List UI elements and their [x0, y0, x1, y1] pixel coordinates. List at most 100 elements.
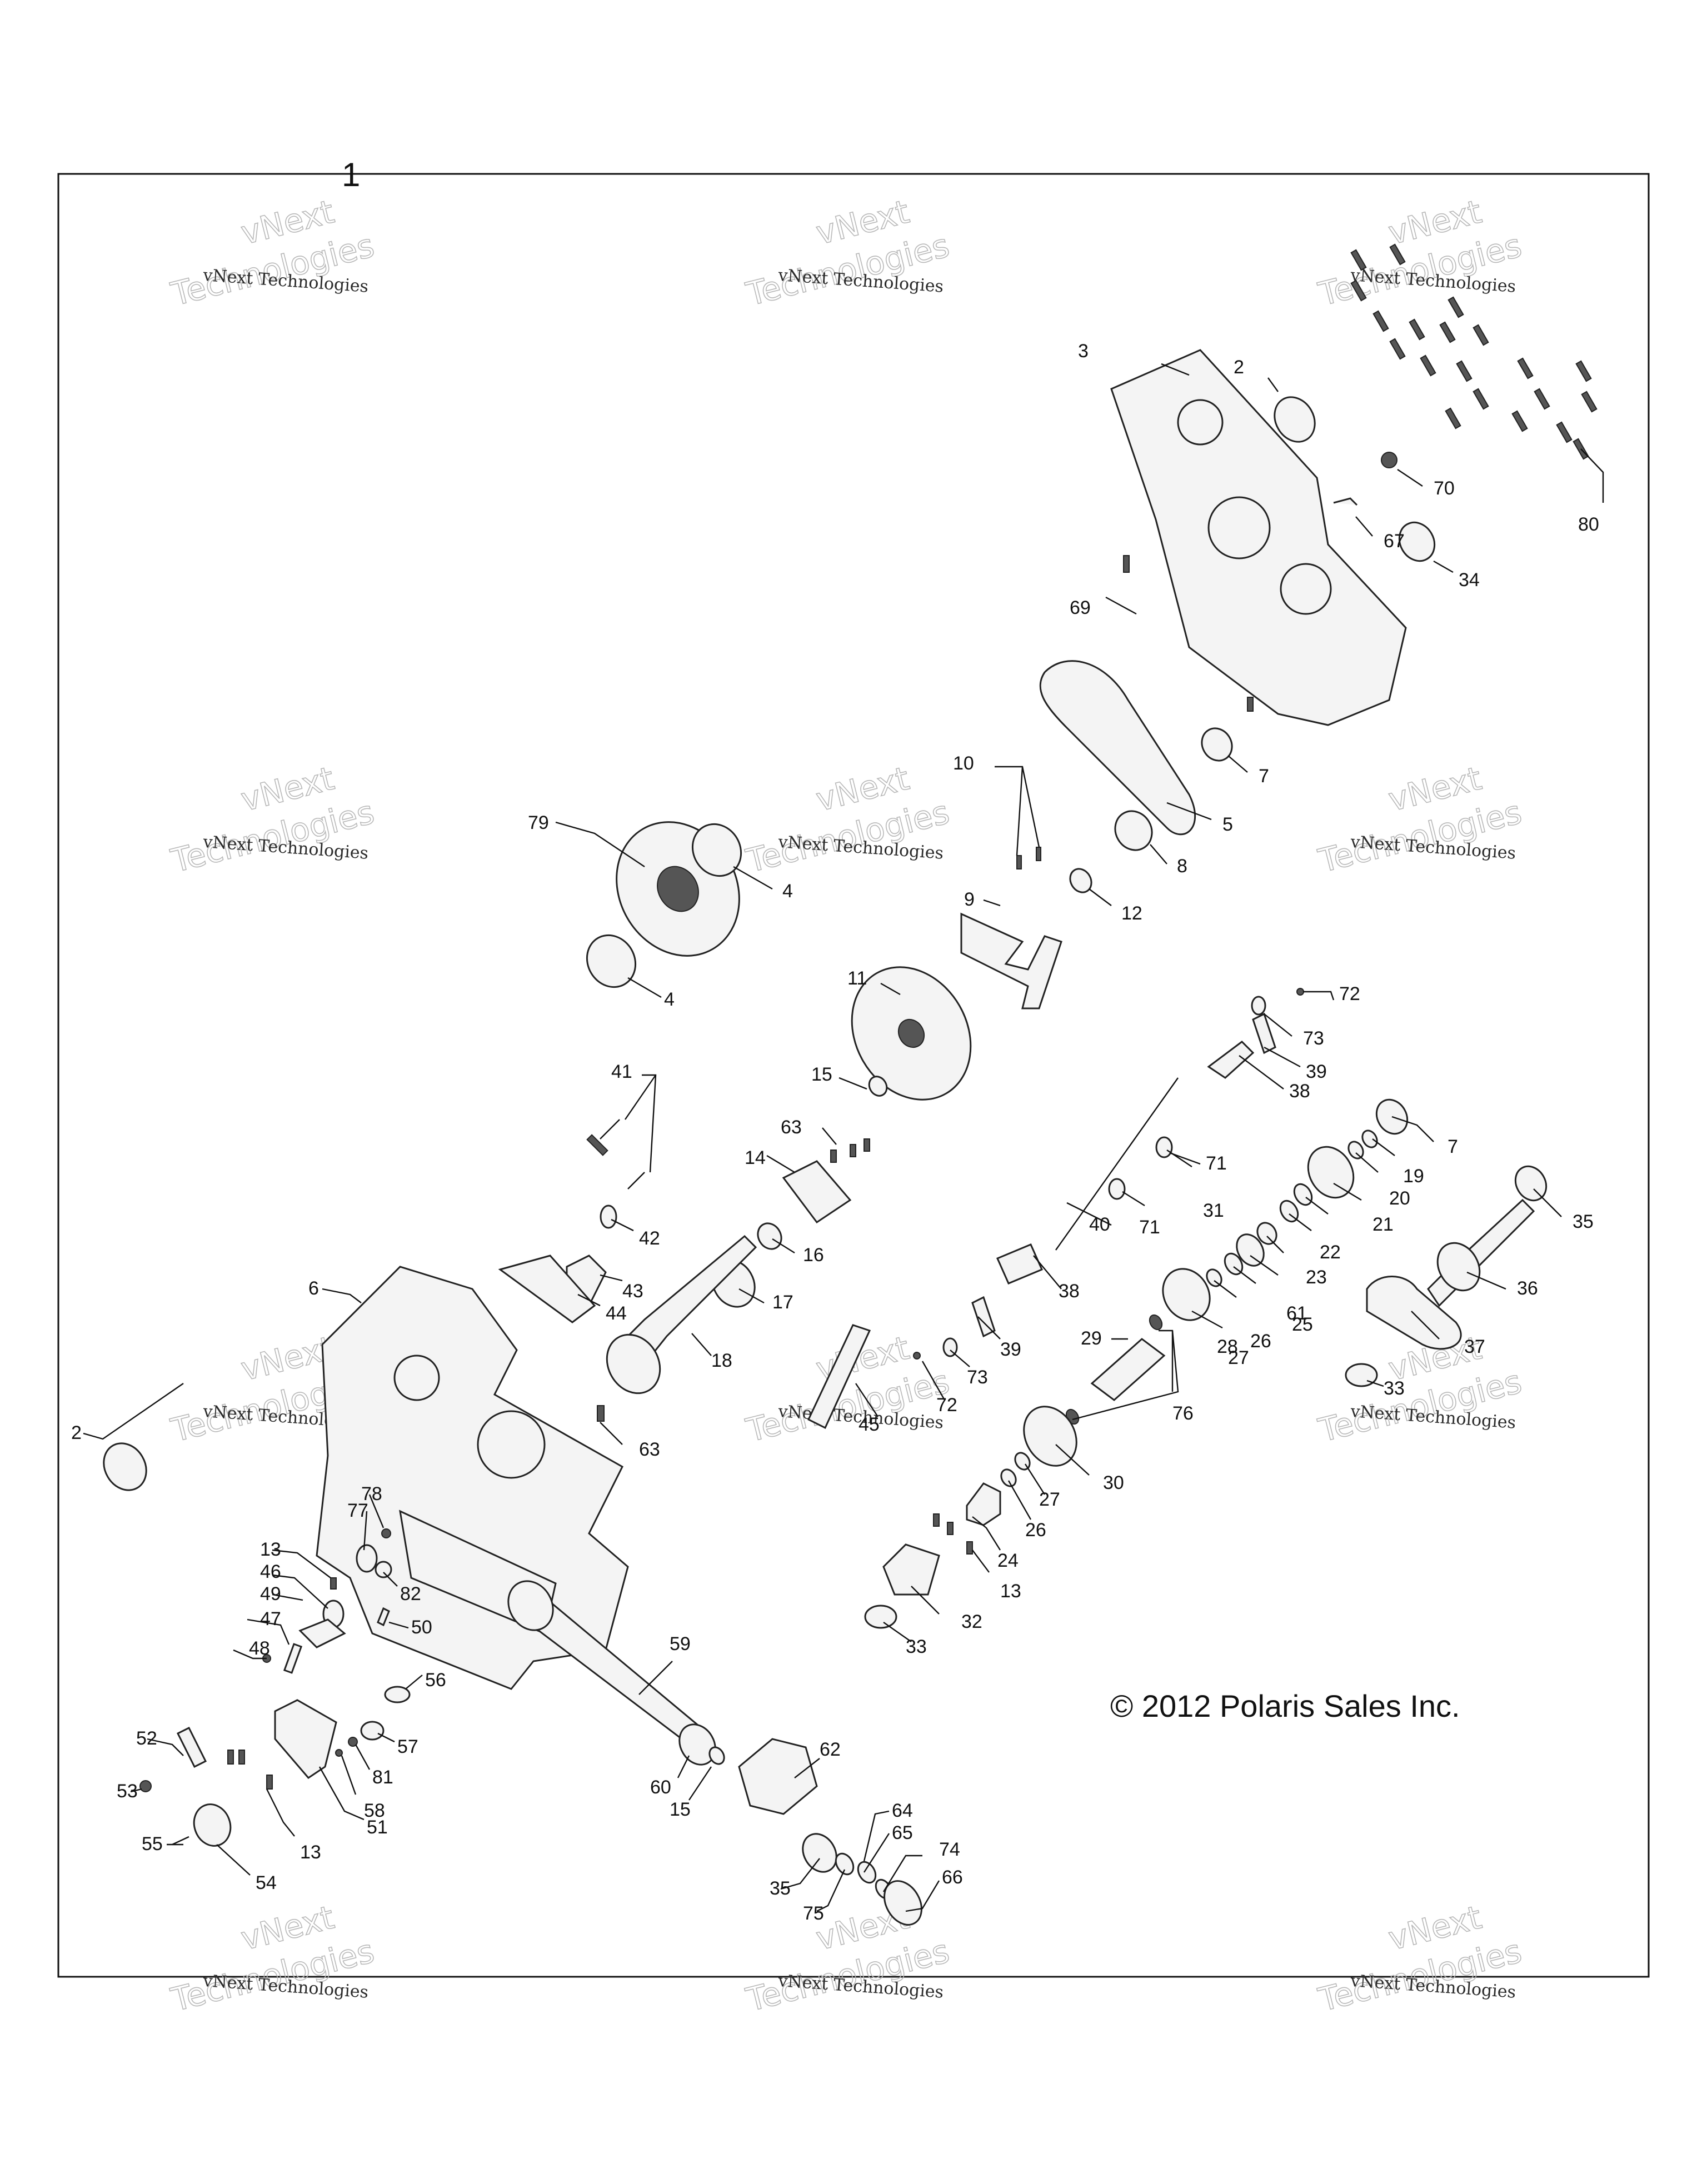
callout-73b: 73 — [967, 1367, 988, 1388]
callout-70: 70 — [1434, 478, 1455, 499]
callout-73a: 73 — [1303, 1028, 1324, 1049]
callout-28: 28 — [1217, 1336, 1238, 1357]
callout-53: 53 — [117, 1781, 138, 1802]
callout-74: 74 — [939, 1839, 960, 1860]
shift-rod-40 — [1055, 1077, 1179, 1251]
callout-66: 66 — [942, 1867, 963, 1888]
callout-42: 42 — [639, 1228, 660, 1249]
callout-50: 50 — [411, 1617, 432, 1638]
part-58 — [335, 1749, 343, 1757]
gear-21 — [1307, 1146, 1355, 1199]
callout-19: 19 — [1403, 1166, 1424, 1187]
callout-32: 32 — [961, 1611, 982, 1632]
callout-29: 29 — [1081, 1328, 1102, 1349]
callout-78: 78 — [361, 1483, 382, 1505]
callout-59: 59 — [670, 1633, 691, 1655]
callout-39b: 39 — [1000, 1339, 1021, 1360]
callout-54: 54 — [256, 1872, 277, 1893]
callout-2a: 2 — [1234, 357, 1244, 378]
bearing-4-lower — [586, 934, 637, 988]
fork-38-lower — [996, 1243, 1043, 1285]
callout-44: 44 — [606, 1303, 627, 1324]
callout-62: 62 — [820, 1739, 841, 1760]
pulley-54 — [193, 1803, 232, 1847]
callout-12: 12 — [1121, 903, 1142, 924]
pin-55 — [172, 1836, 189, 1846]
callout-45: 45 — [859, 1414, 880, 1435]
callout-13a: 13 — [260, 1539, 281, 1560]
callout-8: 8 — [1177, 856, 1187, 877]
callout-4a: 4 — [782, 881, 793, 902]
gear-25 — [1236, 1233, 1265, 1267]
shift-drum-45 — [807, 1324, 871, 1430]
callout-71b: 71 — [1139, 1217, 1160, 1238]
callout-72b: 72 — [936, 1395, 957, 1416]
callout-5: 5 — [1222, 814, 1233, 835]
callout-36: 36 — [1517, 1278, 1538, 1299]
bracket-67 — [1333, 497, 1358, 506]
callout-11: 11 — [847, 968, 867, 989]
callout-75: 75 — [803, 1903, 824, 1924]
callout-10: 10 — [953, 753, 974, 774]
bearing-60 — [678, 1723, 716, 1766]
callout-22: 22 — [1320, 1242, 1341, 1263]
callout-58: 58 — [364, 1800, 385, 1821]
callout-31: 31 — [1203, 1200, 1224, 1221]
callout-52: 52 — [136, 1728, 157, 1749]
seal-2-lower — [103, 1442, 147, 1491]
gear-28 — [1162, 1268, 1211, 1321]
callout-24: 24 — [997, 1550, 1019, 1571]
callout-21: 21 — [1372, 1214, 1394, 1235]
hub-24 — [966, 1482, 1001, 1526]
bearing-4-upper — [691, 823, 742, 877]
belt-5 — [1039, 660, 1196, 836]
callout-67: 67 — [1384, 531, 1405, 552]
callout-82: 82 — [400, 1583, 421, 1605]
callout-6: 6 — [308, 1278, 319, 1299]
housing-6 — [316, 1266, 629, 1690]
callout-26a: 26 — [1250, 1331, 1271, 1352]
callout-3: 3 — [1078, 341, 1089, 362]
bushing-42 — [600, 1205, 617, 1229]
callout-79: 79 — [528, 812, 549, 833]
callout-55: 55 — [142, 1833, 163, 1855]
callout-16: 16 — [803, 1245, 824, 1266]
callout-2b: 2 — [71, 1422, 82, 1443]
callout-33b: 33 — [906, 1636, 927, 1657]
callout-25: 25 — [1292, 1314, 1313, 1335]
bearing-33-upper — [1345, 1363, 1378, 1387]
leader-lines — [83, 363, 1604, 1912]
frame-label: 1 — [342, 156, 360, 193]
callout-23: 23 — [1306, 1267, 1327, 1288]
callout-46: 46 — [260, 1561, 281, 1582]
callout-72a: 72 — [1339, 983, 1360, 1004]
spring-39-lower — [971, 1296, 996, 1338]
bearing-33-lower — [864, 1605, 897, 1629]
part-49 — [298, 1618, 346, 1648]
callout-35b: 35 — [770, 1878, 791, 1899]
part-81 — [348, 1737, 358, 1747]
callout-37: 37 — [1464, 1336, 1485, 1357]
cap-32 — [882, 1543, 940, 1596]
callout-81: 81 — [372, 1767, 393, 1788]
callout-57: 57 — [397, 1736, 418, 1757]
callout-41: 41 — [611, 1061, 632, 1082]
pin-72-lower — [913, 1352, 921, 1360]
part-77 — [356, 1544, 378, 1573]
callout-61: 61 — [1286, 1303, 1307, 1324]
seal-2-top — [1274, 396, 1316, 443]
callout-56: 56 — [425, 1670, 446, 1691]
diagram-frame — [57, 173, 1650, 1978]
callout-9: 9 — [964, 889, 975, 910]
spring-56 — [384, 1686, 411, 1703]
parts-art — [103, 243, 1598, 1926]
callout-43: 43 — [622, 1281, 643, 1302]
sprocket-8 — [1114, 810, 1153, 851]
coupler-62 — [738, 1738, 818, 1815]
